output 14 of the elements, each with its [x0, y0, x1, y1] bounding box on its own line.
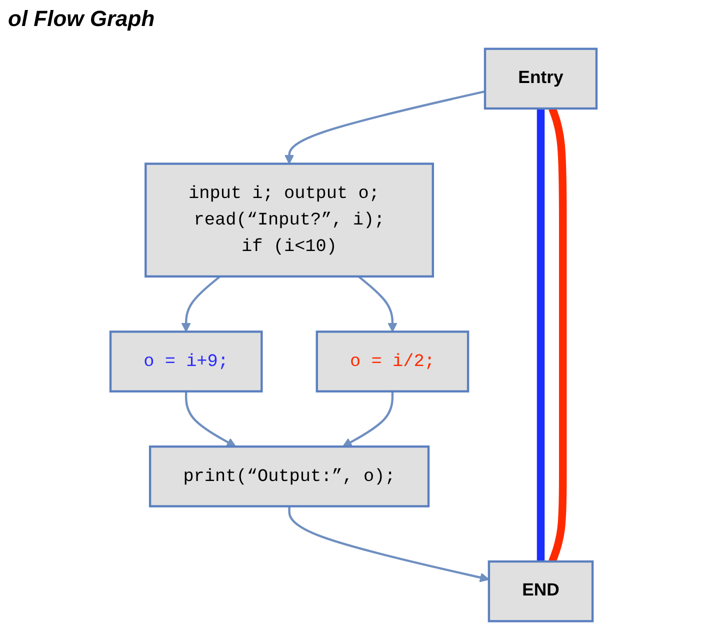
arrow — [358, 276, 398, 332]
arrow — [342, 391, 394, 448]
node-box: END — [488, 560, 594, 622]
arrow — [288, 506, 490, 582]
arrow — [181, 276, 221, 332]
arrow — [284, 90, 486, 164]
node-box: input i; output o; read(“Input?”, i); if (i<10) — [144, 162, 434, 278]
node-box: o = i+9; — [109, 330, 263, 392]
arrow — [184, 391, 236, 448]
diagram-title: ol Flow Graph — [8, 6, 155, 32]
connector — [536, 108, 545, 562]
node-box: Entry — [484, 48, 598, 110]
node-box: o = i/2; — [316, 330, 470, 392]
node-box: print(“Output:”, o); — [148, 445, 430, 508]
